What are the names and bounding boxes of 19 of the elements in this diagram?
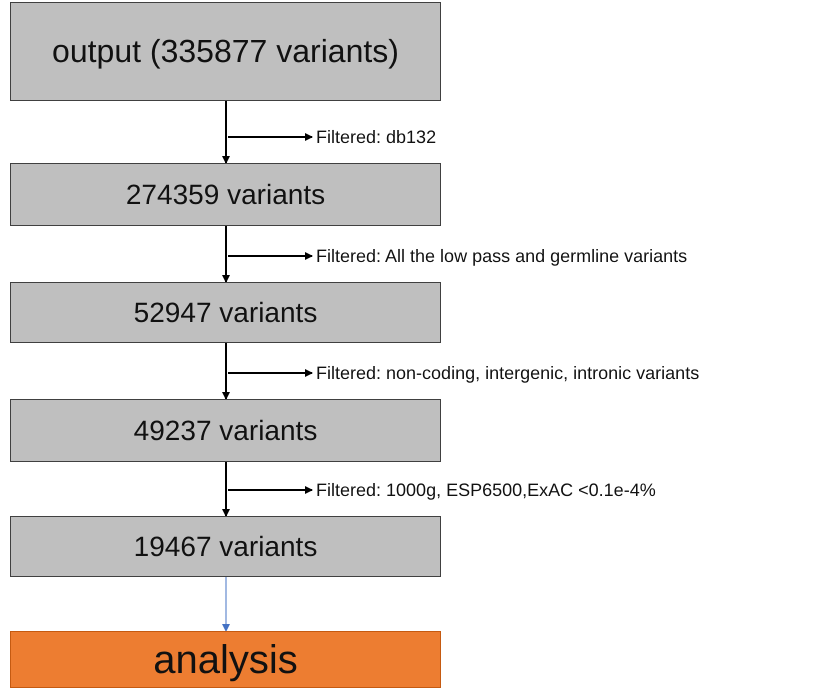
result-box: analysis <box>10 631 441 688</box>
arrow <box>228 369 313 377</box>
arrow <box>228 252 313 260</box>
arrow <box>228 486 313 494</box>
filter-label: Filtered: 1000g, ESP6500,ExAC <0.1e-4% <box>316 480 656 500</box>
process-box: 49237 variants <box>10 399 441 462</box>
filter-label: Filtered: All the low pass and germline variants <box>316 246 688 266</box>
process-box: 52947 variants <box>10 282 441 343</box>
arrow <box>228 133 313 141</box>
process-box: 274359 variants <box>10 163 441 226</box>
arrow <box>222 101 230 164</box>
arrow <box>222 343 230 400</box>
arrow <box>222 226 230 283</box>
filter-label: Filtered: non-coding, intergenic, intronic variants <box>316 362 700 384</box>
arrow <box>222 576 230 632</box>
process-box: 19467 variants <box>10 516 441 577</box>
process-box: output (335877 variants) <box>10 2 441 101</box>
arrow <box>222 462 230 517</box>
filter-label: Filtered: db132 <box>316 126 436 148</box>
